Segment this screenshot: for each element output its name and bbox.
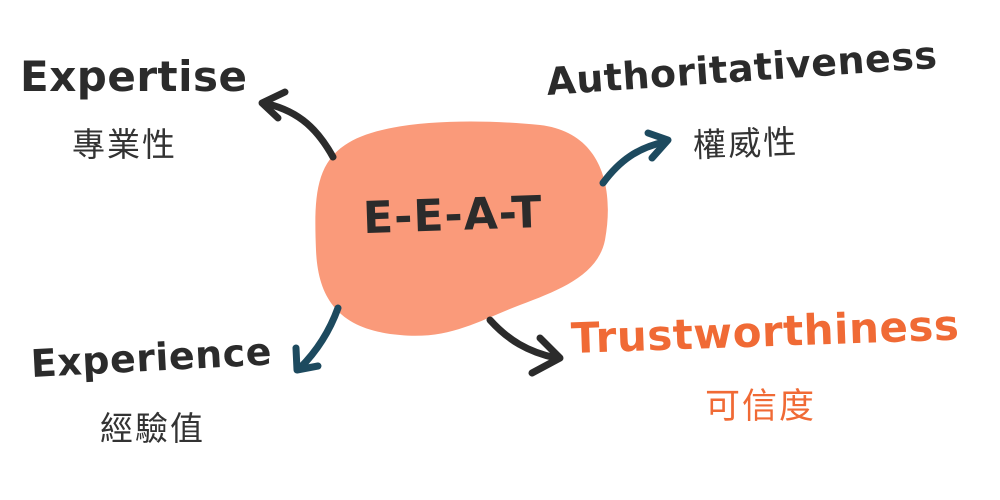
arrow-authoritativeness-icon [599, 129, 672, 187]
trustworthiness-label-zh: 可信度 [705, 387, 817, 427]
experience-label-zh: 經驗值 [100, 409, 205, 448]
eeat-blob [315, 121, 608, 336]
arrow-experience-icon [292, 304, 342, 374]
arrow-trustworthiness-icon [486, 316, 564, 377]
expertise-label-zh: 專業性 [72, 125, 177, 164]
arrow-expertise-icon [258, 88, 337, 161]
expertise-label: Expertise [20, 52, 248, 101]
authoritativeness-label-zh: 權威性 [692, 122, 799, 165]
center-label: E-E-A-T [362, 186, 544, 245]
